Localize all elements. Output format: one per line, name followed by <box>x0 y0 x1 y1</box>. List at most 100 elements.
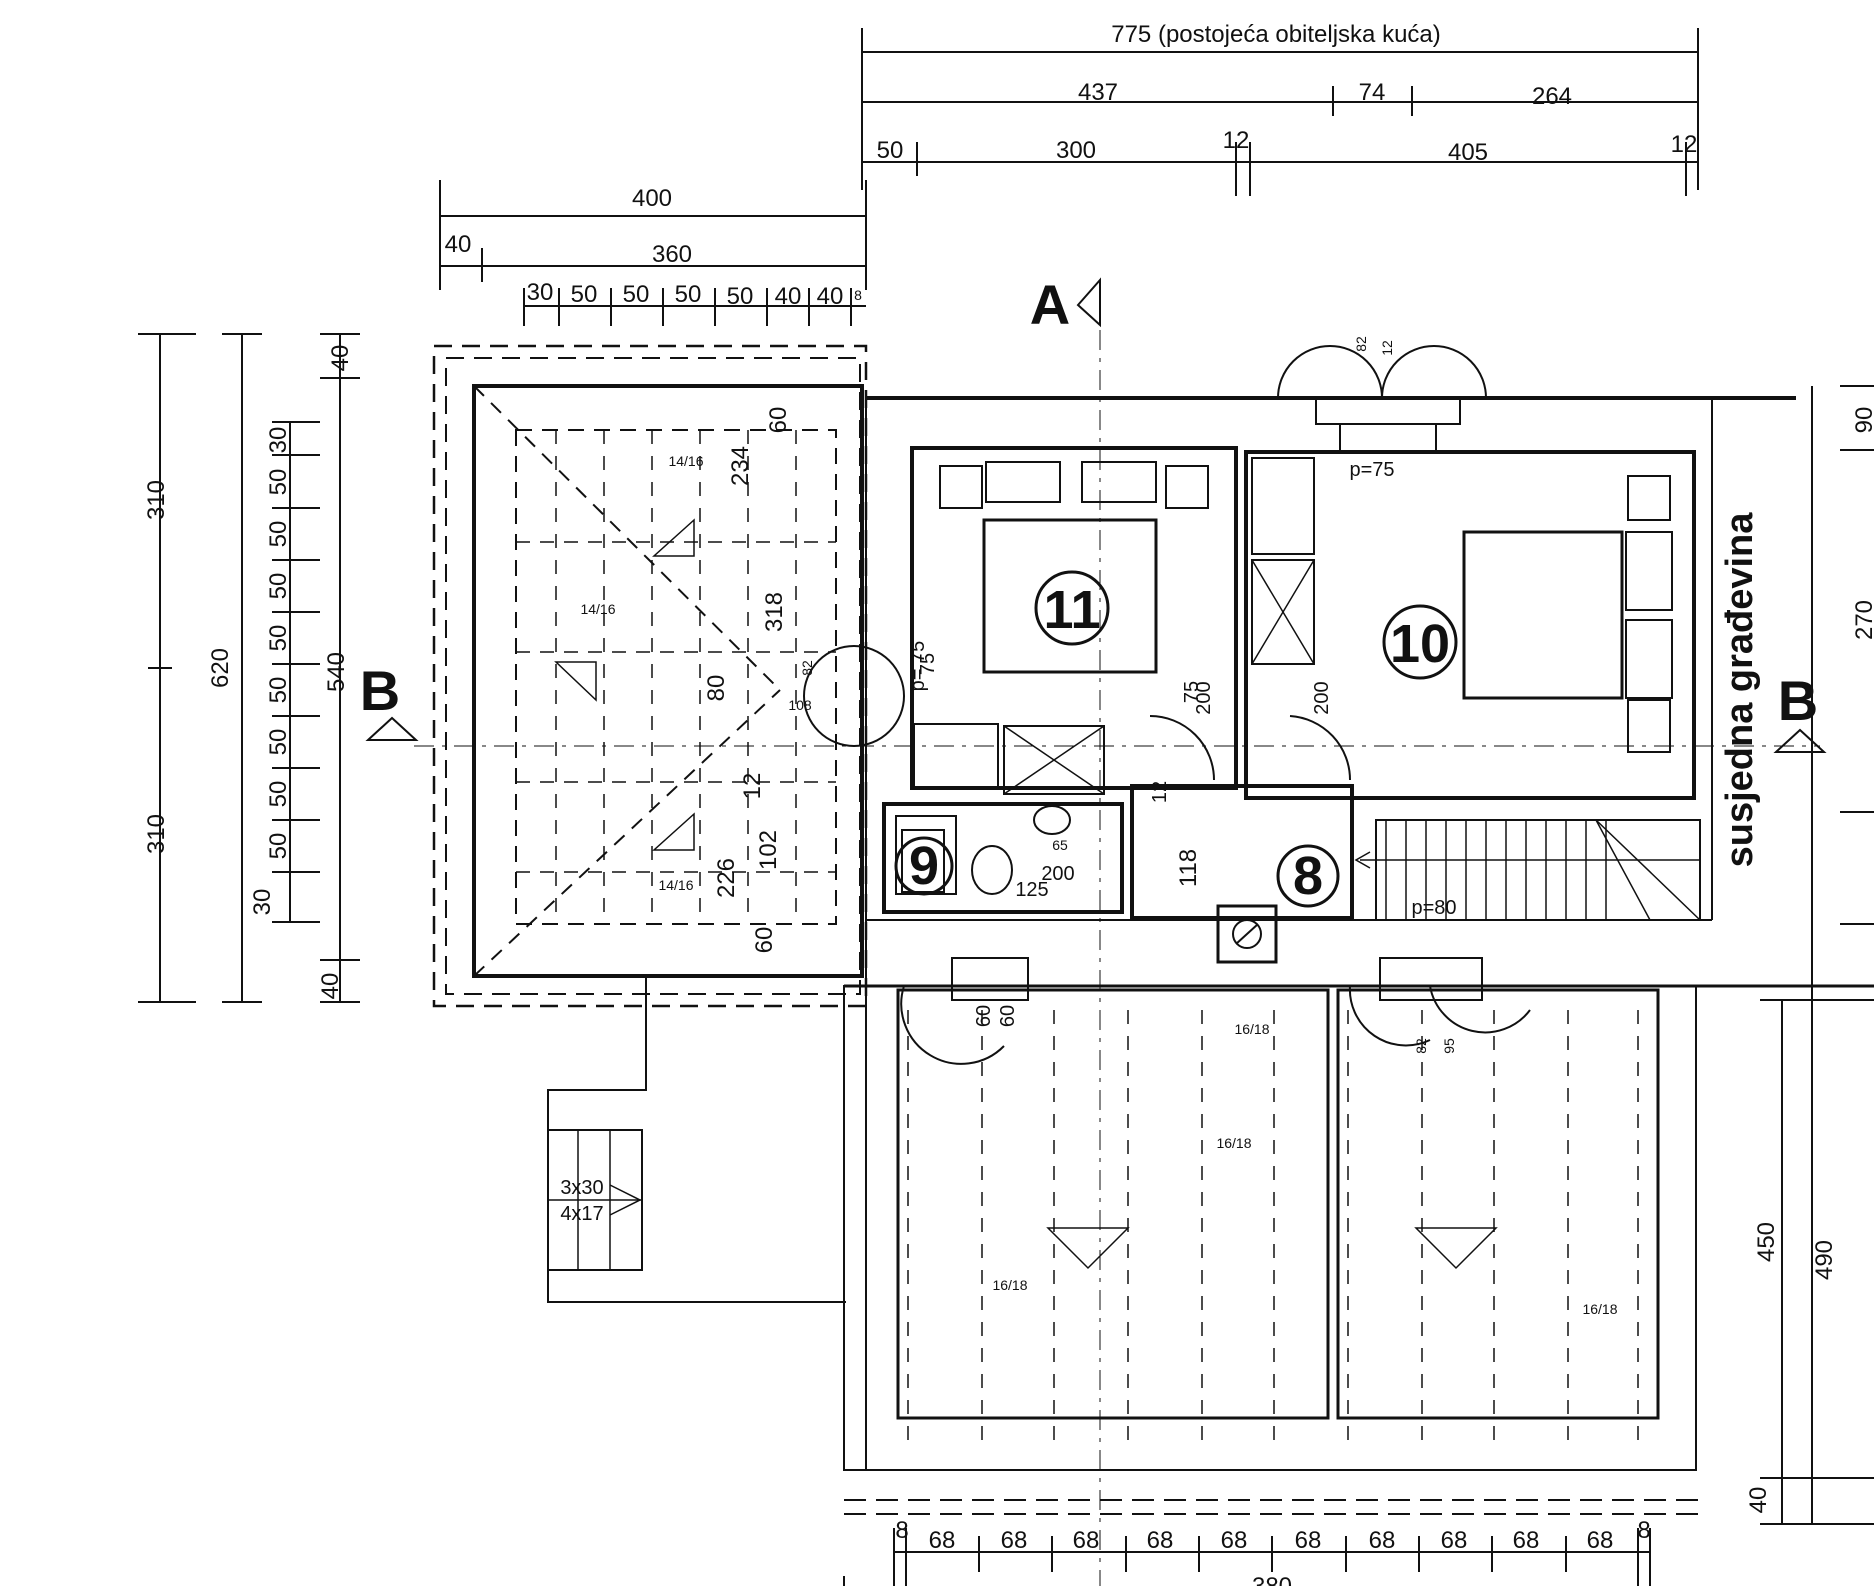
section-markers: A B B <box>360 273 1818 732</box>
dim-68-10: 68 <box>1587 1527 1614 1554</box>
dim-310-b: 310 <box>143 814 170 854</box>
p-80: p=80 <box>1411 897 1456 919</box>
dim-82-b: 82 <box>1353 336 1369 352</box>
dim-50-2: 50 <box>265 521 292 548</box>
dim-50-c: 50 <box>675 281 702 308</box>
dim-82-a: 82 <box>799 660 815 676</box>
slope-7: 16/18 <box>1582 1301 1617 1317</box>
dim-400: 400 <box>632 185 672 212</box>
p-75-b: p=75 <box>1349 459 1394 481</box>
dim-12-e: 12 <box>1379 340 1395 356</box>
dim-30-bottom: 30 <box>249 889 276 916</box>
dim-50-4: 50 <box>265 625 292 652</box>
dim-310-a: 310 <box>143 480 170 520</box>
p-75-a: p= 75 <box>907 641 929 692</box>
left-block-dimension-labels: 400 40 360 30 50 50 50 50 40 40 8 <box>445 185 862 310</box>
dim-200-b: 200 <box>1311 681 1333 714</box>
dim-405: 405 <box>1448 139 1488 166</box>
dim-50-6: 50 <box>265 729 292 756</box>
dim-264: 264 <box>1532 83 1572 110</box>
slope-6: 16/18 <box>992 1277 1027 1293</box>
dim-40-bottom: 40 <box>317 973 344 1000</box>
dim-380: 380 <box>1252 1573 1292 1586</box>
dim-60-b: 60 <box>751 927 778 954</box>
dim-12-c: 12 <box>739 773 766 800</box>
dim-437: 437 <box>1078 79 1118 106</box>
dim-270: 270 <box>1851 600 1874 640</box>
dim-40-a: 40 <box>775 283 802 310</box>
dim-68-6: 68 <box>1295 1527 1322 1554</box>
dim-overall: 775 (postojeća obiteljska kuća) <box>1111 21 1441 48</box>
dim-50-a: 50 <box>571 281 598 308</box>
dim-50: 50 <box>877 137 904 164</box>
dim-90: 90 <box>1851 407 1874 434</box>
dim-68-7: 68 <box>1369 1527 1396 1554</box>
dim-60-c: 60 <box>973 1005 995 1027</box>
dim-8-left: 8 <box>895 1517 908 1544</box>
dim-95: 95 <box>1441 1038 1457 1054</box>
dim-118: 118 <box>1175 849 1202 887</box>
dim-60-d: 60 <box>997 1005 1019 1027</box>
dim-75-b: 75 <box>1181 681 1203 703</box>
dim-50-3: 50 <box>265 573 292 600</box>
dim-50-8: 50 <box>265 833 292 860</box>
dim-102: 102 <box>755 830 782 870</box>
dim-12-b: 12 <box>1671 131 1698 158</box>
dim-300: 300 <box>1056 137 1096 164</box>
room-9-label: 9 <box>909 836 939 896</box>
room-8-label: 8 <box>1293 846 1323 906</box>
dim-82-c: 82 <box>1413 1038 1429 1054</box>
top-dimension-labels: 775 (postojeća obiteljska kuća) 437 74 2… <box>877 21 1698 166</box>
dim-50-7: 50 <box>265 781 292 808</box>
dim-226: 226 <box>713 858 740 898</box>
dim-68-3: 68 <box>1073 1527 1100 1554</box>
dim-490: 490 <box>1811 1240 1838 1280</box>
stair-note-2: 4x17 <box>560 1203 603 1225</box>
dim-30: 30 <box>527 279 554 306</box>
section-b-right-label: B <box>1778 669 1818 732</box>
dim-40-b: 40 <box>817 283 844 310</box>
room-10-label: 10 <box>1390 614 1450 674</box>
dim-318: 318 <box>761 592 788 632</box>
roof-slope-labels: 14/16 14/16 14/16 16/18 16/18 16/18 16/1… <box>580 453 1617 1317</box>
dim-12-a: 12 <box>1223 127 1250 154</box>
stair-note-1: 3x30 <box>560 1177 603 1199</box>
dim-125: 125 <box>1015 879 1048 901</box>
right-dimension-labels: 450 490 40 90 270 <box>1745 407 1874 1514</box>
section-b-left-label: B <box>360 659 400 722</box>
dim-234: 234 <box>727 446 754 486</box>
left-roof-block <box>432 344 868 1303</box>
slope-5: 16/18 <box>1216 1135 1251 1151</box>
dim-40: 40 <box>445 231 472 258</box>
dim-68-2: 68 <box>1001 1527 1028 1554</box>
dim-450: 450 <box>1753 1222 1780 1262</box>
dim-68-8: 68 <box>1441 1527 1468 1554</box>
dim-540: 540 <box>323 652 350 692</box>
dim-50-5: 50 <box>265 677 292 704</box>
dim-8: 8 <box>854 287 862 303</box>
dim-68-1: 68 <box>929 1527 956 1554</box>
dim-30-top: 30 <box>265 427 292 454</box>
dim-40-top: 40 <box>327 345 354 372</box>
slope-1: 14/16 <box>668 453 703 469</box>
dim-60-a: 60 <box>765 407 792 434</box>
slope-2: 14/16 <box>580 601 615 617</box>
neighbour-building-label: susjedna građevina <box>1719 512 1761 868</box>
section-a-label: A <box>1030 273 1070 336</box>
interior-dimension-labels: 234 318 80 226 102 12 60 60 60 60 10 8 82… <box>703 336 1457 1054</box>
stair-notes: 3x30 4x17 <box>560 1177 603 1225</box>
dim-80: 80 <box>703 675 730 702</box>
main-walls <box>365 277 1874 1586</box>
dim-75-a: 75 <box>917 653 939 675</box>
dim-12-d: 12 <box>1149 781 1171 803</box>
dim-200-a: 200 <box>1193 681 1215 714</box>
dim-50-d: 50 <box>727 283 754 310</box>
dimension-lines <box>138 28 1874 1586</box>
slope-4: 16/18 <box>1234 1021 1269 1037</box>
dim-8-right: 8 <box>1637 1517 1650 1544</box>
dim-40-right: 40 <box>1745 1487 1772 1514</box>
room-numbers <box>894 570 1458 908</box>
dim-620: 620 <box>207 648 234 688</box>
dim-200-c: 200 <box>1041 863 1074 885</box>
